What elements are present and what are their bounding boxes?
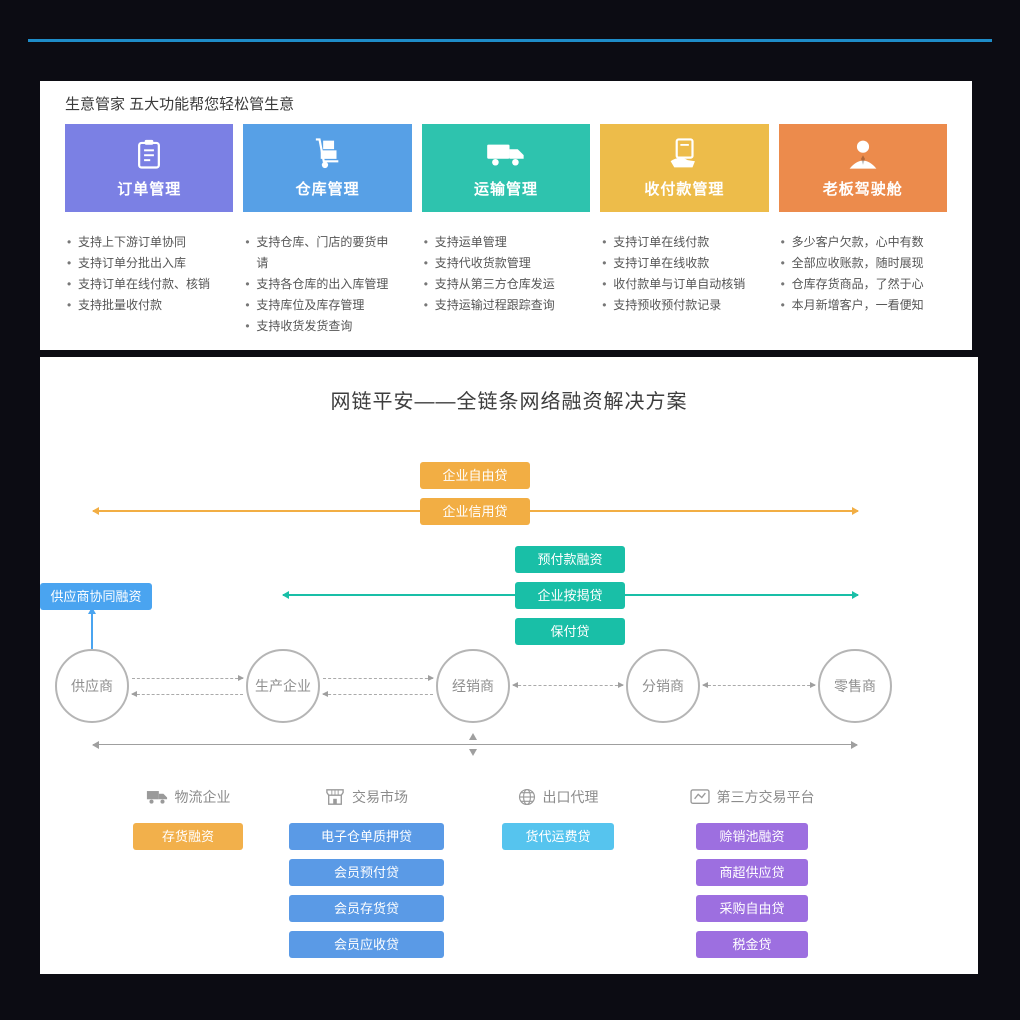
- features-title: 生意管家 五大功能帮您轻松管生意: [65, 96, 295, 113]
- group-header-platform: 第三方交易平台: [689, 787, 815, 807]
- feature-column-payment: 收付款管理 支持订单在线付款 支持订单在线收款 收付款单与订单自动核销 支持预收…: [600, 124, 769, 337]
- finance-group-logistics: 物流企业 存货融资: [133, 787, 243, 850]
- feature-bullet: 本月新增客户，一看便知: [781, 295, 947, 316]
- feature-card-warehouse[interactable]: 仓库管理: [243, 124, 412, 212]
- feature-card-dashboard[interactable]: 老板驾驶舱: [778, 124, 947, 212]
- truck-icon: [146, 789, 168, 805]
- chip-credit-pool-finance: 赊销池融资: [696, 823, 808, 850]
- chain-link-arrow: [512, 682, 624, 688]
- features-section: 生意管家 五大功能帮您轻松管生意 订单管理 支持上下游订单协同 支持订: [40, 81, 972, 350]
- chip-procurement-free-loan: 采购自由贷: [696, 895, 808, 922]
- feature-card-title: 仓库管理: [295, 181, 360, 198]
- feature-bullets: 多少客户欠款，心中有数 全部应收账款，随时展现 仓库存货商品，了然于心 本月新增…: [779, 212, 947, 316]
- feature-bullet: 支持各仓库的出入库管理: [245, 274, 411, 295]
- group-header-logistics: 物流企业: [133, 787, 243, 807]
- group-label: 物流企业: [174, 789, 231, 805]
- feature-bullet: 支持仓库、门店的要货申请: [245, 232, 411, 274]
- chain-node-retailer: 零售商: [818, 649, 892, 723]
- chip-member-inventory-loan: 会员存货贷: [289, 895, 444, 922]
- group-label: 第三方交易平台: [716, 789, 815, 805]
- feature-bullet: 支持运单管理: [424, 232, 590, 253]
- feature-bullet: 支持订单在线收款: [602, 253, 768, 274]
- chain-node-distributor: 分销商: [626, 649, 700, 723]
- feature-card-order[interactable]: 订单管理: [65, 124, 234, 212]
- bottom-span-arrow: [92, 740, 858, 749]
- chain-link-arrow: [322, 691, 433, 697]
- feature-card-title: 运输管理: [473, 181, 538, 198]
- chip-prepayment-finance: 预付款融资: [515, 546, 625, 573]
- chain-node-supplier: 供应商: [55, 649, 129, 723]
- feature-bullets: 支持仓库、门店的要货申请 支持各仓库的出入库管理 支持库位及库存管理 支持收货发…: [243, 212, 411, 337]
- person-icon: [846, 137, 880, 171]
- feature-bullet: 仓库存货商品，了然于心: [781, 274, 947, 295]
- chain-link-arrow: [131, 691, 243, 697]
- line-chart-icon: [689, 788, 710, 806]
- feature-bullets: 支持上下游订单协同 支持订单分批出入库 支持订单在线付款、核销 支持批量收付款: [65, 212, 233, 316]
- chain-link-arrow: [702, 682, 816, 688]
- feature-card-title: 订单管理: [117, 181, 182, 198]
- storefront-icon: [325, 788, 345, 806]
- chip-freight-forwarder-loan: 货代运费贷: [502, 823, 614, 850]
- finance-group-market: 交易市场 电子仓单质押贷 会员预付贷 会员存货贷 会员应收贷: [289, 787, 444, 958]
- group-header-market: 交易市场: [289, 787, 444, 807]
- feature-card-payment[interactable]: 收付款管理: [600, 124, 769, 212]
- finance-group-export: 出口代理 货代运费贷: [502, 787, 614, 850]
- group-header-export: 出口代理: [502, 787, 614, 807]
- diagram-title: 网链平安——全链条网络融资解决方案: [330, 391, 688, 413]
- chain-node-manufacturer: 生产企业: [246, 649, 320, 723]
- feature-card-transport[interactable]: 运输管理: [421, 124, 591, 212]
- chip-enterprise-free-loan: 企业自由贷: [420, 462, 530, 489]
- globe-icon: [518, 788, 536, 806]
- chip-e-warehouse-receipt-loan: 电子仓单质押贷: [289, 823, 444, 850]
- supplier-finance-arrow: [88, 607, 96, 649]
- feature-cards-row: 订单管理 支持上下游订单协同 支持订单分批出入库 支持订单在线付款、核销 支持批…: [65, 124, 947, 337]
- up-arrow-icon: [469, 733, 477, 740]
- feature-bullet: 支持上下游订单协同: [67, 232, 233, 253]
- truck-icon: [486, 137, 526, 171]
- chip-supplier-collaborative-finance: 供应商协同融资: [40, 583, 152, 610]
- feature-column-warehouse: 仓库管理 支持仓库、门店的要货申请 支持各仓库的出入库管理 支持库位及库存管理 …: [243, 124, 412, 337]
- finance-group-platform: 第三方交易平台 赊销池融资 商超供应贷 采购自由贷 税金贷: [689, 787, 815, 958]
- feature-bullets: 支持运单管理 支持代收货款管理 支持从第三方仓库发运 支持运输过程跟踪查询: [422, 212, 590, 316]
- handtruck-icon: [311, 137, 345, 171]
- clipboard-icon: [134, 137, 164, 171]
- chip-tax-loan: 税金贷: [696, 931, 808, 958]
- feature-bullet: 全部应收账款，随时展现: [781, 253, 947, 274]
- chip-member-prepay-loan: 会员预付贷: [289, 859, 444, 886]
- down-arrow-icon: [469, 749, 477, 756]
- feature-bullet: 支持订单分批出入库: [67, 253, 233, 274]
- feature-bullet: 支持运输过程跟踪查询: [424, 295, 590, 316]
- hand-card-icon: [667, 137, 701, 171]
- feature-bullet: 支持预收预付款记录: [602, 295, 768, 316]
- feature-card-title: 收付款管理: [644, 181, 725, 198]
- feature-bullet: 支持库位及库存管理: [245, 295, 411, 316]
- feature-bullet: 支持订单在线付款: [602, 232, 768, 253]
- chip-guaranteed-payment-loan: 保付贷: [515, 618, 625, 645]
- top-divider-line: [28, 39, 992, 42]
- feature-card-title: 老板驾驶舱: [822, 181, 903, 198]
- chain-link-arrow: [132, 675, 244, 681]
- feature-column-order: 订单管理 支持上下游订单协同 支持订单分批出入库 支持订单在线付款、核销 支持批…: [65, 124, 234, 337]
- feature-bullet: 支持收货发货查询: [245, 316, 411, 337]
- feature-column-transport: 运输管理 支持运单管理 支持代收货款管理 支持从第三方仓库发运 支持运输过程跟踪…: [421, 124, 591, 337]
- chip-member-receivable-loan: 会员应收贷: [289, 931, 444, 958]
- feature-bullet: 支持从第三方仓库发运: [424, 274, 590, 295]
- feature-bullet: 多少客户欠款，心中有数: [781, 232, 947, 253]
- group-label: 交易市场: [352, 789, 408, 805]
- chip-enterprise-credit-loan: 企业信用贷: [420, 498, 530, 525]
- feature-bullet: 支持订单在线付款、核销: [67, 274, 233, 295]
- chip-enterprise-mortgage-loan: 企业按揭贷: [515, 582, 625, 609]
- group-label: 出口代理: [542, 789, 599, 805]
- chain-link-arrow: [323, 675, 434, 681]
- chain-node-dealer: 经销商: [436, 649, 510, 723]
- feature-bullet: 支持批量收付款: [67, 295, 233, 316]
- feature-column-dashboard: 老板驾驶舱 多少客户欠款，心中有数 全部应收账款，随时展现 仓库存货商品，了然于…: [778, 124, 947, 337]
- chip-inventory-finance: 存货融资: [133, 823, 243, 850]
- feature-bullet: 支持代收货款管理: [424, 253, 590, 274]
- chip-supermarket-supply-loan: 商超供应贷: [696, 859, 808, 886]
- feature-bullets: 支持订单在线付款 支持订单在线收款 收付款单与订单自动核销 支持预收预付款记录: [600, 212, 768, 316]
- financing-diagram-section: 网链平安——全链条网络融资解决方案 企业自由贷 企业信用贷 预付款融资 企业按揭…: [40, 357, 978, 974]
- feature-bullet: 收付款单与订单自动核销: [602, 274, 768, 295]
